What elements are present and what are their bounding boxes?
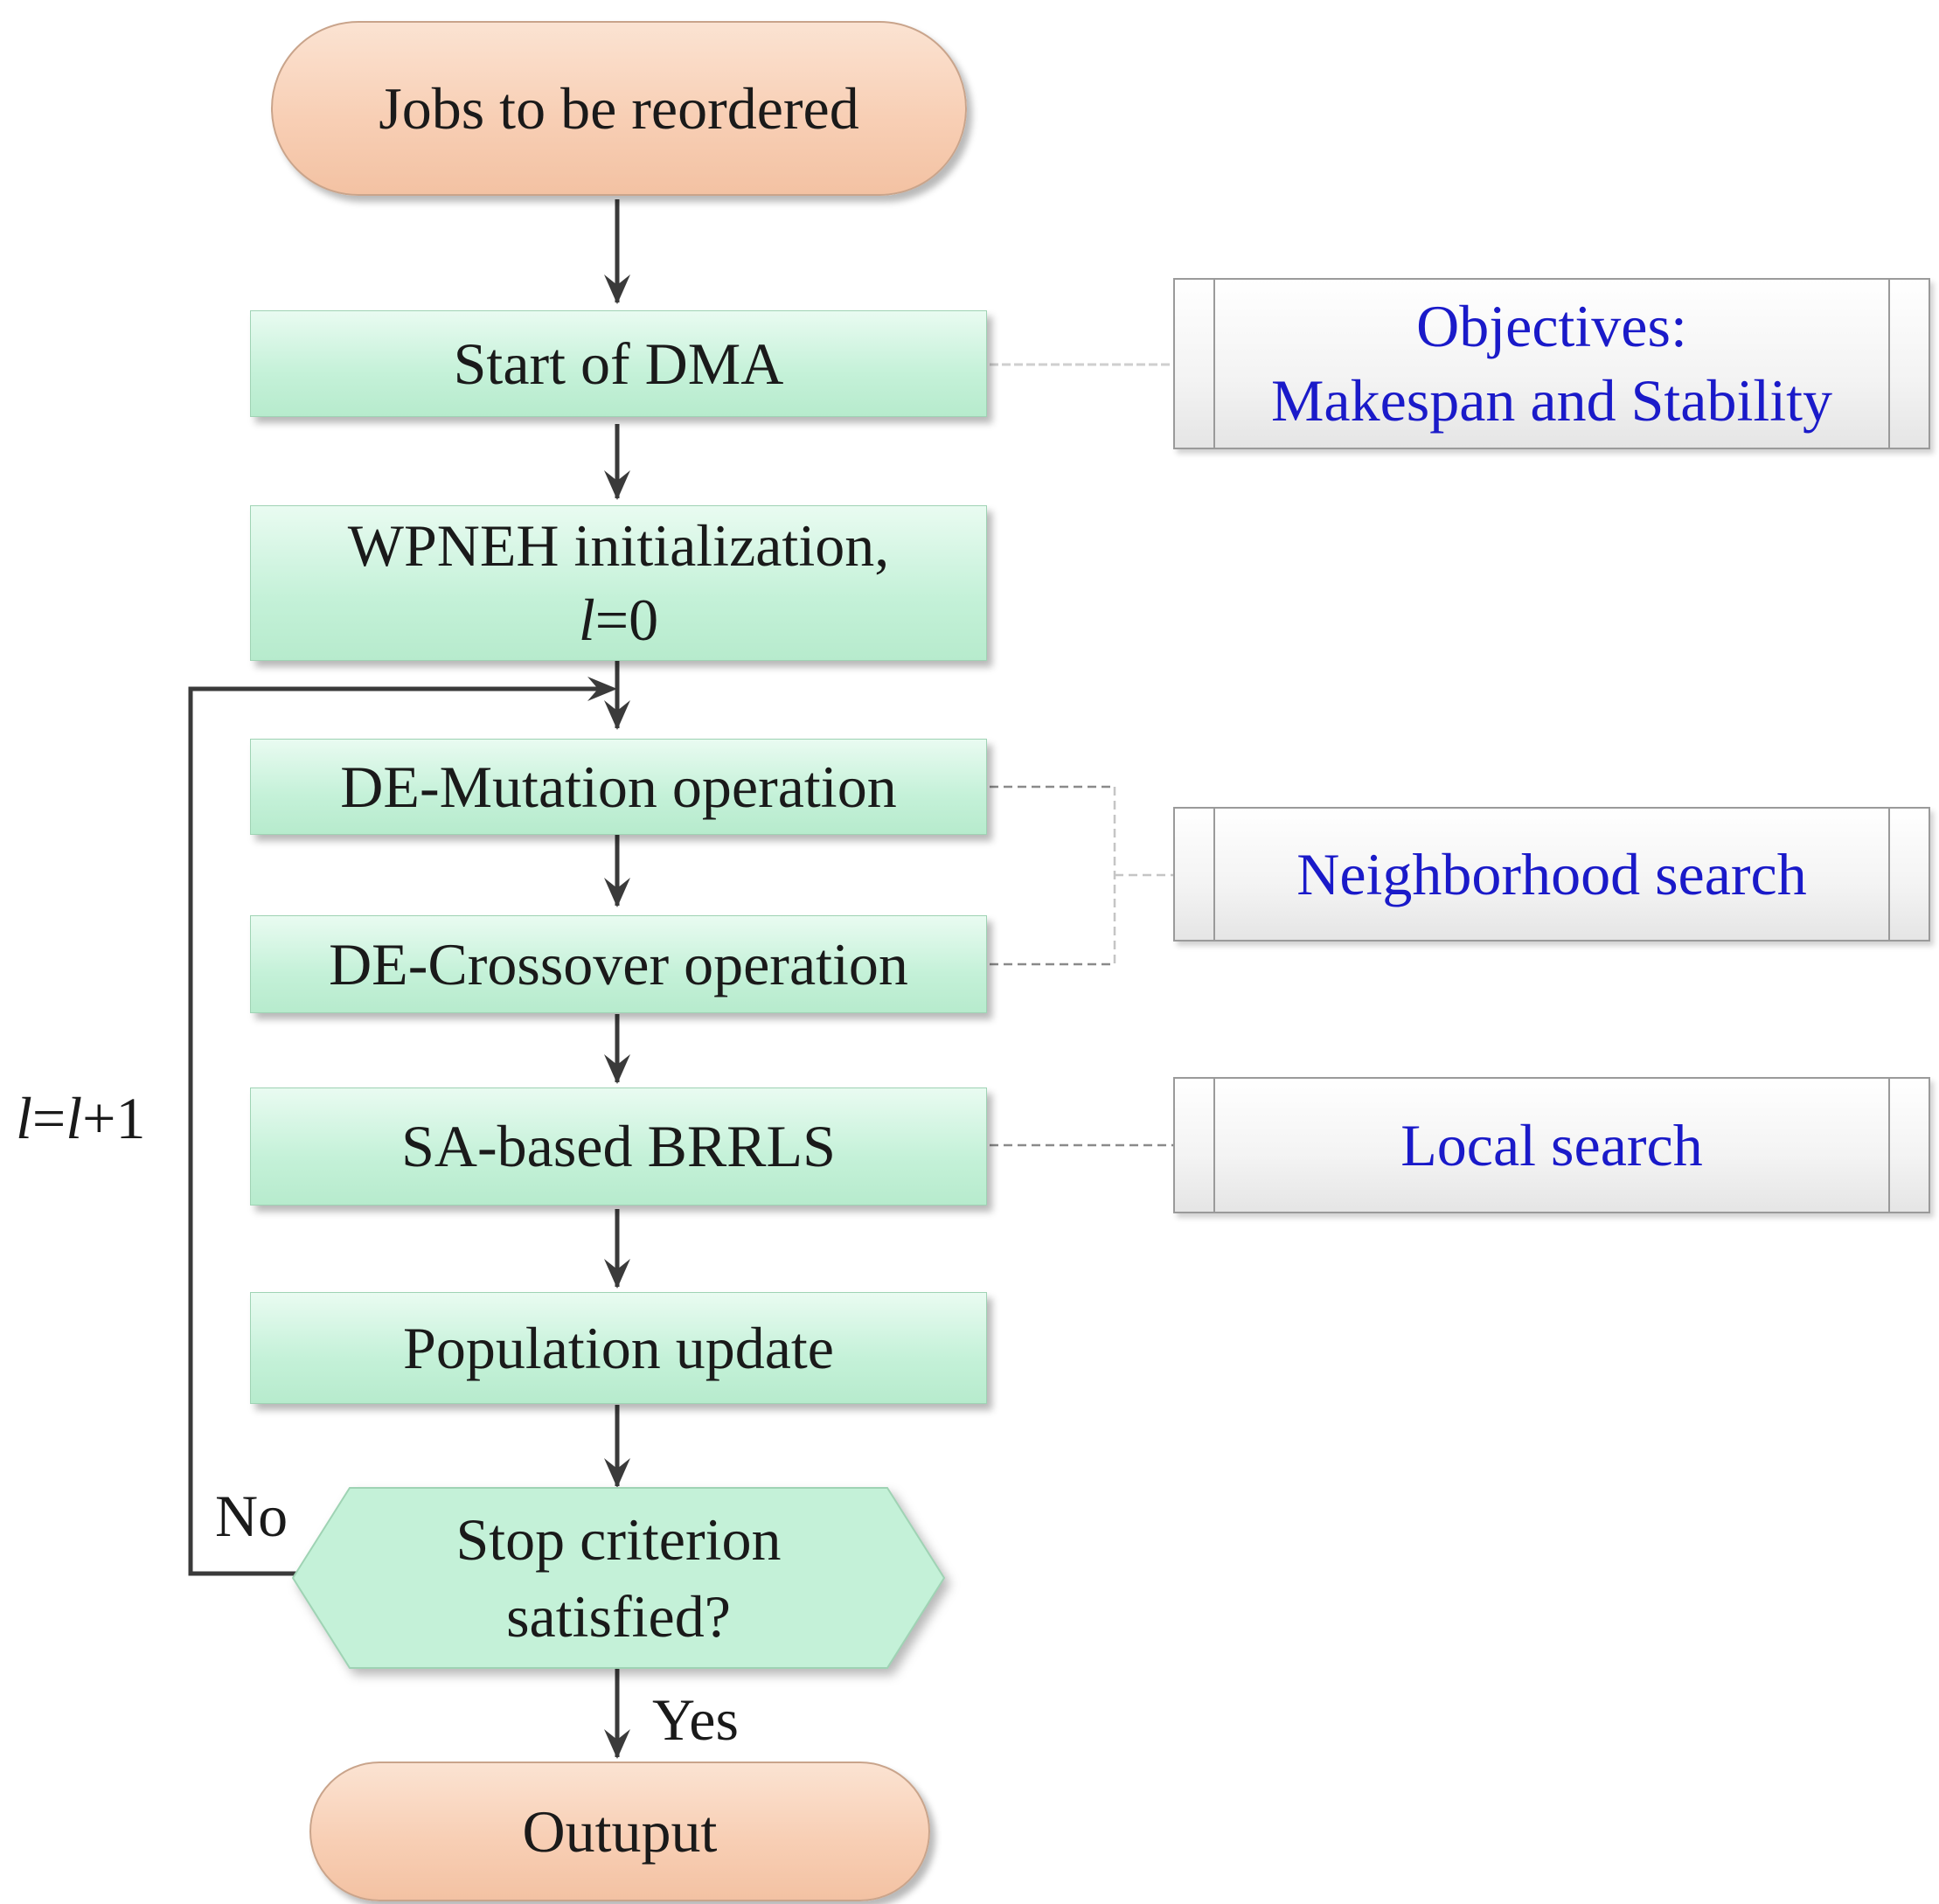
no-branch-label: No bbox=[215, 1483, 288, 1549]
annotation-bar-right bbox=[1888, 280, 1890, 448]
init-box: WPNEH initialization, l=0 bbox=[250, 505, 987, 661]
loop-eq: = bbox=[31, 1085, 66, 1151]
population-update-label: Population update bbox=[403, 1314, 834, 1381]
population-update-box: Population update bbox=[250, 1292, 987, 1404]
mutation-label: DE-Mutation operation bbox=[340, 753, 897, 820]
init-label-line2: l=0 bbox=[579, 583, 658, 657]
local-search-label: Local search bbox=[1400, 1111, 1703, 1178]
start-terminal: Jobs to be reordered bbox=[271, 21, 967, 196]
annotation-bar-left bbox=[1213, 1079, 1215, 1212]
init-variable: l bbox=[578, 587, 595, 653]
mutation-box: DE-Mutation operation bbox=[250, 739, 987, 835]
crossover-label: DE-Crossover operation bbox=[329, 930, 908, 997]
neighborhood-label: Neighborhood search bbox=[1296, 840, 1807, 907]
decision-label-line1: Stop criterion bbox=[455, 1505, 782, 1573]
local-search-annotation: Local search bbox=[1173, 1077, 1930, 1213]
dma-start-box: Start of DMA bbox=[250, 310, 987, 417]
annotation-bar-right bbox=[1888, 809, 1890, 940]
start-label: Jobs to be reordered bbox=[379, 74, 859, 142]
annotation-bar-left bbox=[1213, 280, 1215, 448]
output-label: Outuput bbox=[522, 1797, 718, 1865]
output-terminal: Outuput bbox=[309, 1762, 930, 1901]
decision-text: Stop criterion satisfied? bbox=[293, 1488, 944, 1668]
annotation-connectors bbox=[990, 363, 1173, 1147]
objectives-label-line2: Makespan and Stability bbox=[1270, 367, 1833, 434]
dma-start-label: Start of DMA bbox=[453, 330, 784, 397]
objectives-annotation: Objectives: Makespan and Stability bbox=[1173, 278, 1930, 449]
annotation-bar-right bbox=[1888, 1079, 1890, 1212]
brrls-label: SA-based BRRLS bbox=[401, 1113, 836, 1179]
loop-counter-label: l=l+1 bbox=[16, 1088, 146, 1148]
neighborhood-annotation: Neighborhood search bbox=[1173, 807, 1930, 942]
crossover-box: DE-Crossover operation bbox=[250, 915, 987, 1013]
decision-label-line2: satisfied? bbox=[506, 1583, 731, 1650]
yes-branch-label: Yes bbox=[652, 1686, 739, 1753]
brrls-box: SA-based BRRLS bbox=[250, 1088, 987, 1206]
loop-var2: l bbox=[66, 1085, 83, 1151]
loop-var1: l bbox=[16, 1085, 32, 1151]
loop-back-connector bbox=[188, 677, 617, 1576]
objectives-label-line1: Objectives: bbox=[1416, 293, 1687, 359]
annotation-bar-left bbox=[1213, 809, 1215, 940]
decision-node-shape bbox=[291, 1487, 946, 1669]
init-value: =0 bbox=[594, 587, 659, 653]
init-label-line1: WPNEH initialization, bbox=[347, 512, 890, 579]
loop-increment: +1 bbox=[82, 1085, 146, 1151]
